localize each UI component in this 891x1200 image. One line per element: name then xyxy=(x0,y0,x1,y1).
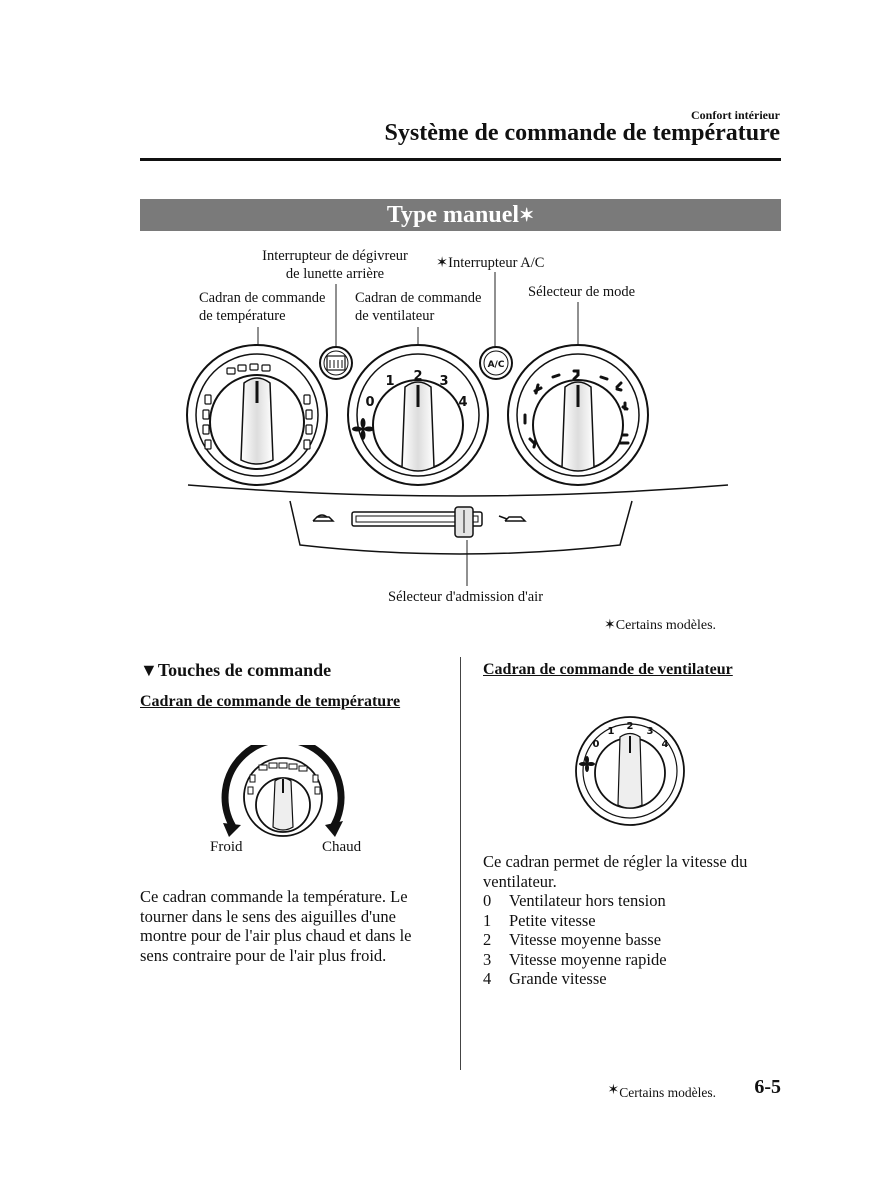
title-rule xyxy=(140,158,781,161)
label-air-intake: Sélecteur d'admission d'air xyxy=(388,589,544,605)
small-fan-num-4: 4 xyxy=(662,739,669,750)
cold-label: Froid xyxy=(210,839,243,855)
label-ac-switch: ✶Interrupteur A/C xyxy=(436,255,545,271)
small-fan-num-3: 3 xyxy=(647,726,654,737)
hot-label: Chaud xyxy=(322,839,362,855)
fan-num-4: 4 xyxy=(458,395,467,410)
small-fan-num-0: 0 xyxy=(593,739,600,750)
fan-num-2: 2 xyxy=(413,369,422,384)
small-fan-num-2: 2 xyxy=(627,721,634,732)
figure-note: ✶Certains modèles. xyxy=(604,618,717,633)
fan-icon xyxy=(352,418,374,440)
car-recirc-icon xyxy=(312,514,335,522)
banner-title: Type manuel xyxy=(386,202,520,228)
label-fan-dial: Cadran de commande de ventilateur xyxy=(355,290,482,324)
fan-num-3: 3 xyxy=(439,374,448,389)
fan-dial-description: Ce cadran permet de régler la vitesse du… xyxy=(483,852,748,891)
banner-mark: ✶ xyxy=(519,205,535,225)
controls-heading: ▼Touches de commande xyxy=(140,660,332,680)
label-rear-defrost: Interrupteur de dégivreur de lunette arr… xyxy=(262,248,408,282)
type-banner: Type manuel✶ xyxy=(140,199,781,231)
rear-defrost-button[interactable] xyxy=(319,346,353,380)
air-intake-panel xyxy=(289,500,633,555)
label-mode-selector: Sélecteur de mode xyxy=(528,284,636,300)
car-fresh-air-icon xyxy=(498,515,527,522)
temp-dial-illustration xyxy=(221,745,345,837)
fan-num-0: 0 xyxy=(365,395,374,410)
fan-num-1: 1 xyxy=(385,374,394,389)
column-divider xyxy=(460,657,461,1070)
fan-dial-illustration: 0 1 2 3 4 xyxy=(575,716,685,826)
ac-button[interactable]: A/C xyxy=(479,346,513,380)
page-title: Système de commande de température xyxy=(384,120,780,146)
temperature-dial[interactable] xyxy=(186,344,328,486)
fan-dial[interactable]: 0 1 2 3 4 xyxy=(347,344,489,486)
small-fan-icon xyxy=(579,756,595,772)
ac-button-text: A/C xyxy=(488,360,505,370)
mode-icons xyxy=(523,369,630,449)
small-fan-num-1: 1 xyxy=(608,726,615,737)
section-label: Confort intérieur xyxy=(691,108,780,122)
label-temp-dial: Cadran de commande de température xyxy=(199,290,326,324)
air-intake-lever[interactable] xyxy=(454,506,474,538)
cold-arrow-icon xyxy=(223,823,241,837)
footer-note: ✶Certains modèles. xyxy=(607,1083,716,1100)
temp-dial-description: Ce cadran commande la température. Le to… xyxy=(140,887,412,965)
page-number: 6-5 xyxy=(754,1076,781,1098)
control-panel-illustration: 0 1 2 3 4 A/C xyxy=(186,344,729,555)
temp-dial-title: Cadran de commande de température xyxy=(140,693,401,710)
mode-selector-dial[interactable] xyxy=(507,344,649,486)
fan-dial-title: Cadran de commande de ventilateur xyxy=(483,661,733,678)
panel-edge xyxy=(187,484,729,497)
hot-arrow-icon xyxy=(325,821,343,837)
